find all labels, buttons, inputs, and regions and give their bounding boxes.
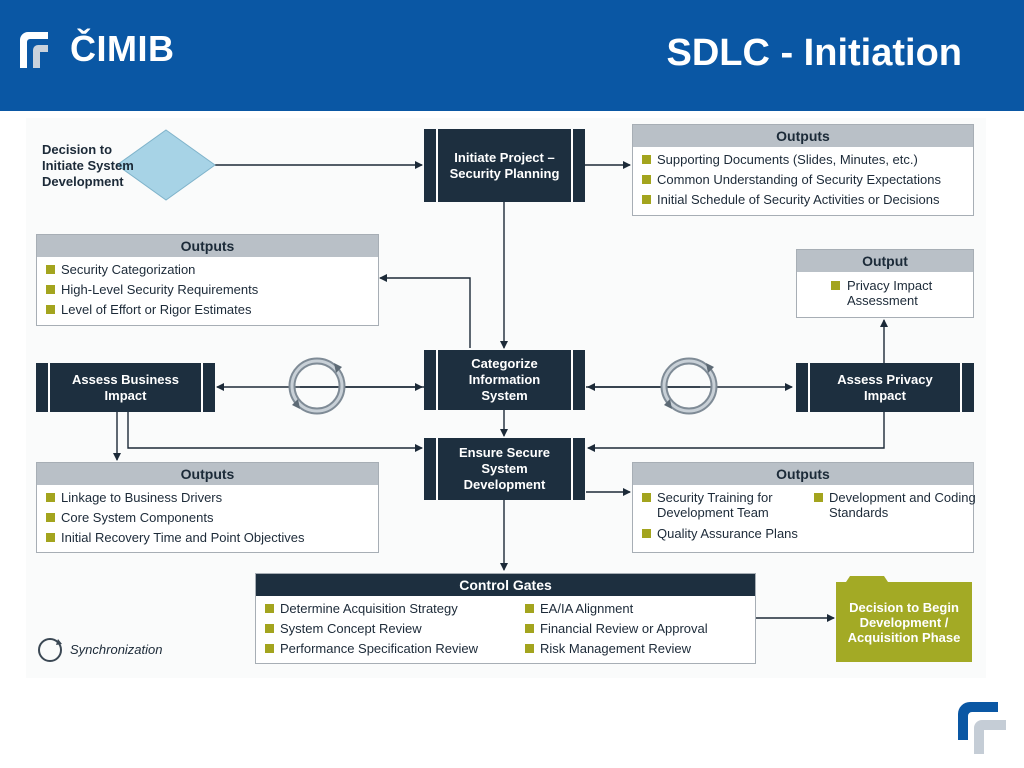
synchronization-cycle-icon xyxy=(288,357,346,415)
ensure-secure-development-box: Ensure Secure System Development xyxy=(424,438,585,500)
assess-business-label: Assess Business Impact xyxy=(72,371,179,403)
synchronization-legend-icon xyxy=(38,638,62,662)
list-item: Initial Schedule of Security Activities … xyxy=(633,192,973,207)
bullet-square-icon xyxy=(642,529,651,538)
slide-title: SDLC - Initiation xyxy=(666,32,962,74)
outputs-ensure-header: Outputs xyxy=(633,463,973,485)
bullet-square-icon xyxy=(525,604,534,613)
bullet-square-icon xyxy=(642,155,651,164)
list-item: Determine Acquisition Strategy xyxy=(256,601,506,616)
bullet-square-icon xyxy=(814,493,823,502)
categorize-label: Categorize Information System xyxy=(468,356,541,403)
bullet-square-icon xyxy=(265,604,274,613)
bullet-square-icon xyxy=(642,493,651,502)
bullet-square-icon xyxy=(525,644,534,653)
assess-business-impact-box: Assess Business Impact xyxy=(36,363,215,412)
cimib-corner-logo-icon xyxy=(958,702,1006,754)
initiate-project-label: Initiate Project – Security Planning xyxy=(449,149,560,181)
end-decision-box: Decision to Begin Development / Acquisit… xyxy=(836,584,972,660)
outputs-initiate-header: Outputs xyxy=(633,125,973,147)
bullet-square-icon xyxy=(46,265,55,274)
bullet-square-icon xyxy=(46,493,55,502)
bullet-square-icon xyxy=(265,624,274,633)
list-item: Linkage to Business Drivers xyxy=(37,490,378,505)
outputs-initiate-box: Outputs Supporting Documents (Slides, Mi… xyxy=(632,124,974,216)
cimib-logo-icon xyxy=(20,32,48,68)
list-item: Supporting Documents (Slides, Minutes, e… xyxy=(633,152,973,167)
bullet-square-icon xyxy=(642,195,651,204)
list-item: High-Level Security Requirements xyxy=(37,282,378,297)
list-item: EA/IA Alignment xyxy=(516,601,752,616)
bullet-square-icon xyxy=(46,513,55,522)
list-item: Security Categorization xyxy=(37,262,378,277)
list-item: Quality Assurance Plans xyxy=(633,526,957,541)
bullet-square-icon xyxy=(46,305,55,314)
outputs-categorize-header: Outputs xyxy=(37,235,378,257)
start-decision-label: Decision to Initiate System Development xyxy=(42,142,134,189)
synchronization-cycle-icon xyxy=(660,357,718,415)
list-item: Security Training for Development Team xyxy=(633,490,807,520)
list-item: System Concept Review xyxy=(256,621,506,636)
assess-privacy-impact-box: Assess Privacy Impact xyxy=(796,363,974,412)
categorize-system-box: Categorize Information System xyxy=(424,350,585,410)
list-item: Performance Specification Review xyxy=(256,641,506,656)
list-item: Core System Components xyxy=(37,510,378,525)
bullet-square-icon xyxy=(831,281,840,290)
ensure-label: Ensure Secure System Development xyxy=(458,445,551,492)
outputs-ensure-box: Outputs Security Training for Developmen… xyxy=(632,462,976,553)
brand-name: ČIMIB xyxy=(70,28,175,69)
list-item: Privacy Impact Assessment xyxy=(797,278,973,308)
output-privacy-box: Output Privacy Impact Assessment xyxy=(796,249,974,318)
list-item: Level of Effort or Rigor Estimates xyxy=(37,302,378,317)
control-gates-header: Control Gates xyxy=(256,574,755,596)
output-privacy-header: Output xyxy=(797,250,973,272)
control-gates-box: Control Gates Determine Acquisition Stra… xyxy=(255,573,756,664)
slide-header: ČIMIB SDLC - Initiation xyxy=(0,0,1024,111)
brand-logo: ČIMIB xyxy=(18,28,174,70)
outputs-categorize-box: Outputs Security Categorization High-Lev… xyxy=(36,234,379,326)
bullet-square-icon xyxy=(46,285,55,294)
bullet-square-icon xyxy=(46,533,55,542)
initiate-project-box: Initiate Project – Security Planning xyxy=(424,129,585,202)
list-item: Common Understanding of Security Expecta… xyxy=(633,172,973,187)
bullet-square-icon xyxy=(265,644,274,653)
list-item: Development and Coding Standards xyxy=(805,490,989,520)
bullet-square-icon xyxy=(525,624,534,633)
end-decision-label: Decision to Begin Development / Acquisit… xyxy=(847,599,961,645)
synchronization-legend-label: Synchronization xyxy=(70,642,163,657)
assess-privacy-label: Assess Privacy Impact xyxy=(837,371,933,403)
outputs-business-box: Outputs Linkage to Business Drivers Core… xyxy=(36,462,379,553)
list-item: Risk Management Review xyxy=(516,641,752,656)
bullet-square-icon xyxy=(642,175,651,184)
outputs-business-header: Outputs xyxy=(37,463,378,485)
list-item: Financial Review or Approval xyxy=(516,621,752,636)
list-item: Initial Recovery Time and Point Objectiv… xyxy=(37,530,378,545)
